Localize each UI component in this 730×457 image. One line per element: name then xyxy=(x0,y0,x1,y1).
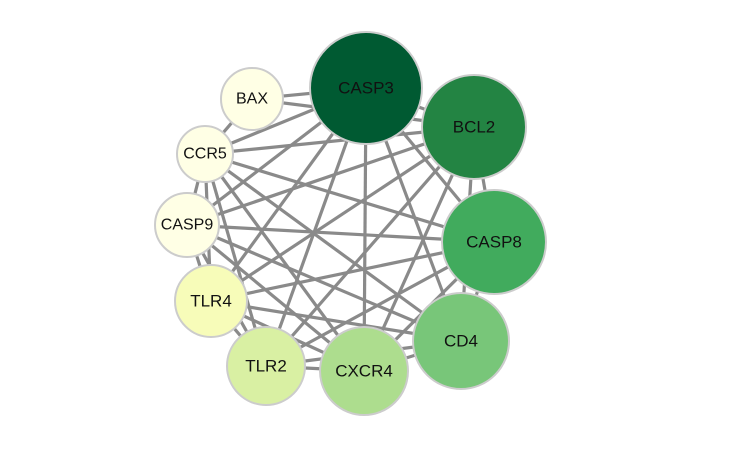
node-circle[interactable] xyxy=(176,125,234,183)
node-label: TLR2 xyxy=(245,357,287,376)
node-casp3[interactable]: CASP3 xyxy=(309,31,423,145)
node-circle[interactable] xyxy=(441,189,547,295)
node-circle[interactable] xyxy=(421,74,527,180)
node-bax[interactable]: BAX xyxy=(220,67,284,131)
node-circle[interactable] xyxy=(412,292,510,390)
node-ccr5[interactable]: CCR5 xyxy=(176,125,234,183)
node-casp9[interactable]: CASP9 xyxy=(154,192,220,258)
node-label: CASP8 xyxy=(466,233,522,252)
node-label: CD4 xyxy=(444,332,478,351)
node-cd4[interactable]: CD4 xyxy=(412,292,510,390)
node-label: CASP9 xyxy=(161,217,214,234)
node-bcl2[interactable]: BCL2 xyxy=(421,74,527,180)
node-tlr4[interactable]: TLR4 xyxy=(174,264,248,338)
node-label: BAX xyxy=(236,91,268,108)
node-circle[interactable] xyxy=(319,326,409,416)
node-circle[interactable] xyxy=(220,67,284,131)
node-circle[interactable] xyxy=(154,192,220,258)
node-tlr2[interactable]: TLR2 xyxy=(226,326,306,406)
edge-cd4-ccr5 xyxy=(204,152,462,343)
node-label: CASP3 xyxy=(338,79,394,98)
node-label: CCR5 xyxy=(183,146,227,163)
node-label: BCL2 xyxy=(453,118,496,137)
edge-cd4-casp9 xyxy=(186,223,462,343)
node-circle[interactable] xyxy=(309,31,423,145)
node-circle[interactable] xyxy=(174,264,248,338)
node-circle[interactable] xyxy=(226,326,306,406)
node-label: TLR4 xyxy=(190,292,232,311)
node-label: CXCR4 xyxy=(335,362,393,381)
node-cxcr4[interactable]: CXCR4 xyxy=(319,326,409,416)
node-casp8[interactable]: CASP8 xyxy=(441,189,547,295)
